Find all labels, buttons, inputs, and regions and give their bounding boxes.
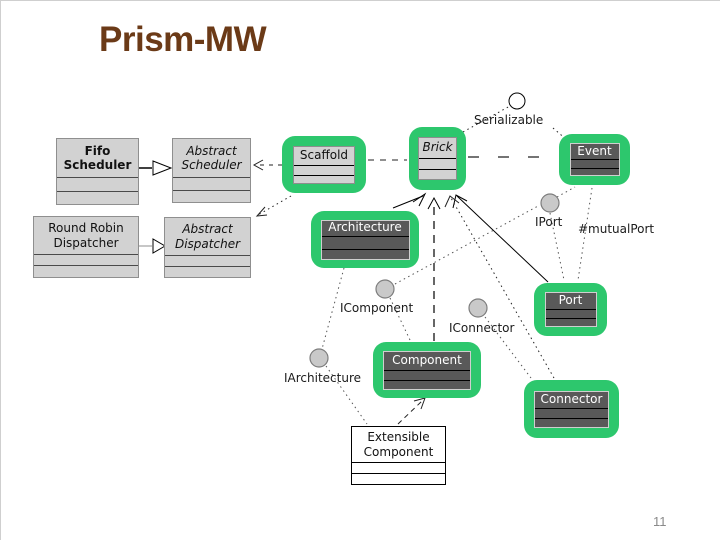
operations-compartment xyxy=(546,319,596,326)
operations-compartment xyxy=(57,192,138,204)
interface-label-iconnector: IConnector xyxy=(449,321,515,335)
class-title: Scaffold xyxy=(294,147,354,166)
attributes-compartment xyxy=(352,463,445,474)
class-extensible-component: Extensible Component xyxy=(351,426,446,485)
operations-compartment xyxy=(352,474,445,484)
class-architecture: Architecture xyxy=(320,219,410,260)
class-fifo-scheduler: Fifo Scheduler xyxy=(56,138,139,205)
class-title: Fifo Scheduler xyxy=(57,139,138,178)
attributes-compartment xyxy=(57,178,138,192)
interface-label-iarchitecture: IArchitecture xyxy=(284,371,362,385)
highlight-scaffold: Scaffold xyxy=(282,136,366,193)
highlight-component: Component xyxy=(373,342,481,398)
operations-compartment xyxy=(34,266,138,277)
highlight-brick: Brick xyxy=(409,127,466,190)
class-title: Extensible Component xyxy=(352,427,445,463)
attributes-compartment xyxy=(294,166,354,176)
icomponent-interface-circle xyxy=(375,279,395,299)
attributes-compartment xyxy=(173,178,250,191)
class-round-robin-dispatcher: Round Robin Dispatcher xyxy=(33,216,139,278)
attributes-compartment xyxy=(419,159,456,170)
class-title: Architecture xyxy=(321,221,409,237)
class-abstract-scheduler: Abstract Scheduler xyxy=(172,138,251,203)
interface-label-iport: IPort xyxy=(535,215,563,229)
attributes-compartment xyxy=(570,160,619,169)
operations-compartment xyxy=(294,176,354,183)
operations-compartment xyxy=(173,191,250,202)
class-title: Brick xyxy=(419,138,456,159)
highlight-event: Event xyxy=(559,134,630,185)
class-title: Abstract Scheduler xyxy=(173,139,250,178)
attributes-compartment xyxy=(165,256,250,267)
iarchitecture-interface-circle xyxy=(309,348,329,368)
class-scaffold: Scaffold xyxy=(293,145,355,184)
operations-compartment xyxy=(535,419,608,427)
slide-title: Prism-MW xyxy=(99,20,267,59)
interface-label-serializable: Serializable xyxy=(474,113,544,127)
highlight-architecture: Architecture xyxy=(311,211,419,268)
highlight-connector: Connector xyxy=(524,380,619,438)
class-title: Component xyxy=(384,352,470,371)
operations-compartment xyxy=(571,169,619,175)
operations-compartment xyxy=(419,170,456,179)
class-event: Event xyxy=(569,143,620,176)
class-brick: Brick xyxy=(418,137,457,180)
serializable-interface-circle xyxy=(508,92,526,110)
class-component: Component xyxy=(383,350,471,390)
attributes-compartment xyxy=(34,255,138,266)
attributes-compartment xyxy=(384,371,470,381)
operations-compartment xyxy=(384,381,470,389)
operations-compartment xyxy=(322,250,409,259)
class-connector: Connector xyxy=(534,390,609,428)
page-number: 11 xyxy=(653,514,667,529)
attributes-compartment xyxy=(545,310,596,319)
class-title: Abstract Dispatcher xyxy=(165,218,250,256)
highlight-port: Port xyxy=(534,283,607,336)
class-title: Round Robin Dispatcher xyxy=(34,217,138,255)
class-abstract-dispatcher: Abstract Dispatcher xyxy=(164,217,251,278)
class-title: Event xyxy=(570,144,619,160)
class-port: Port xyxy=(544,292,597,327)
interface-label-icomponent: IComponent xyxy=(340,301,414,315)
attributes-compartment xyxy=(321,237,409,250)
mutual-port-label: #mutualPort xyxy=(578,222,655,236)
class-title: Connector xyxy=(535,392,608,409)
iconnector-interface-circle xyxy=(468,298,488,318)
attributes-compartment xyxy=(535,409,608,419)
iport-interface-circle xyxy=(540,193,560,213)
class-title: Port xyxy=(545,293,596,310)
operations-compartment xyxy=(165,267,250,277)
